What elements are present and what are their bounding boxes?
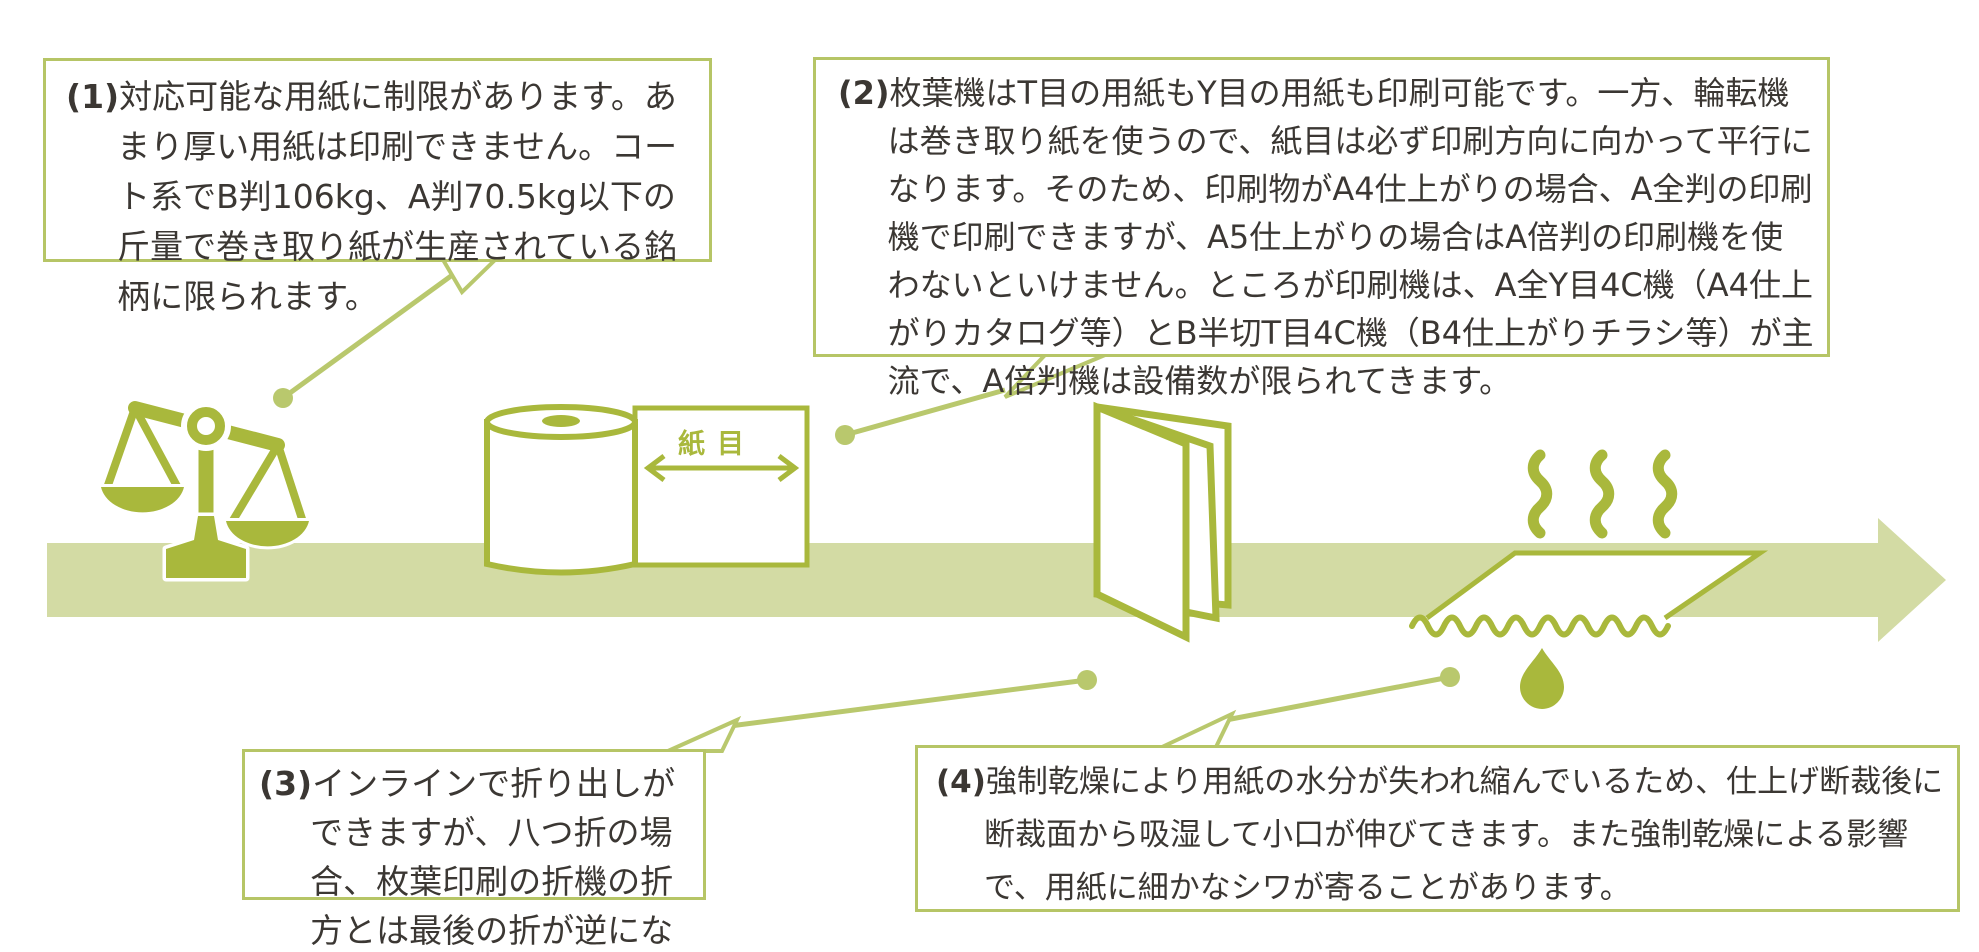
callout-2: (2)枚葉機はT目の用紙もY目の用紙も印刷可能です。一方、輪転機は巻き取り紙を使… <box>813 57 1830 400</box>
callout-3-connector <box>667 670 1097 753</box>
callout-4-body: (4)強制乾燥により用紙の水分が失われ縮んでいるため、仕上げ断裁後に断裁面から吸… <box>936 756 1945 915</box>
callout-2-text: 枚葉機はT目の用紙もY目の用紙も印刷可能です。一方、輪転機は巻き取り紙を使うので… <box>887 74 1814 400</box>
drying-sheet-icon <box>1409 449 1769 709</box>
connector-dot-2 <box>835 425 855 445</box>
water-drop-icon <box>1520 648 1564 709</box>
callout-3: (3)インラインで折り出しができますが、八つ折の場合、枚葉印刷の折機の折方とは最… <box>242 749 706 950</box>
connector-dot-3 <box>1077 670 1097 690</box>
callout-3-text: インラインで折り出しができますが、八つ折の場合、枚葉印刷の折機の折方とは最後の折… <box>310 764 676 950</box>
balance-scale-icon <box>97 395 313 582</box>
heat-waves-icon <box>1527 449 1678 539</box>
callout-1: (1)対応可能な用紙に制限があります。あまり厚い用紙は印刷できません。コート系で… <box>43 58 712 316</box>
callout-4-connector <box>1161 667 1460 749</box>
connector-dot-1 <box>273 388 293 408</box>
callout-4-text: 強制乾燥により用紙の水分が失われ縮んでいるため、仕上げ断裁後に断裁面から吸湿して… <box>984 764 1944 906</box>
grain-direction-arrow <box>643 454 800 482</box>
callout-1-text: 対応可能な用紙に制限があります。あまり厚い用紙は印刷できません。コート系でB判1… <box>117 77 678 316</box>
callout-3-body: (3)インラインで折り出しができますが、八つ折の場合、枚葉印刷の折機の折方とは最… <box>259 759 695 952</box>
callout-1-number: (1) <box>66 77 120 116</box>
wavy-edge <box>1409 614 1671 638</box>
callout-3-number: (3) <box>259 764 313 803</box>
callout-4: (4)強制乾燥により用紙の水分が失われ縮んでいるため、仕上げ断裁後に断裁面から吸… <box>915 745 1960 912</box>
grain-label: 紙目 <box>678 428 756 460</box>
paper-roll-icon: 紙目 <box>484 404 810 576</box>
folded-booklet-icon <box>1093 401 1232 643</box>
callout-2-number: (2) <box>838 74 890 112</box>
callout-1-body: (1)対応可能な用紙に制限があります。あまり厚い用紙は印刷できません。コート系で… <box>66 72 695 322</box>
callout-2-body: (2)枚葉機はT目の用紙もY目の用紙も印刷可能です。一方、輪転機は巻き取り紙を使… <box>838 69 1815 405</box>
callout-1-connector <box>273 256 502 408</box>
callout-4-number: (4) <box>936 764 986 800</box>
connector-dot-4 <box>1440 667 1460 687</box>
